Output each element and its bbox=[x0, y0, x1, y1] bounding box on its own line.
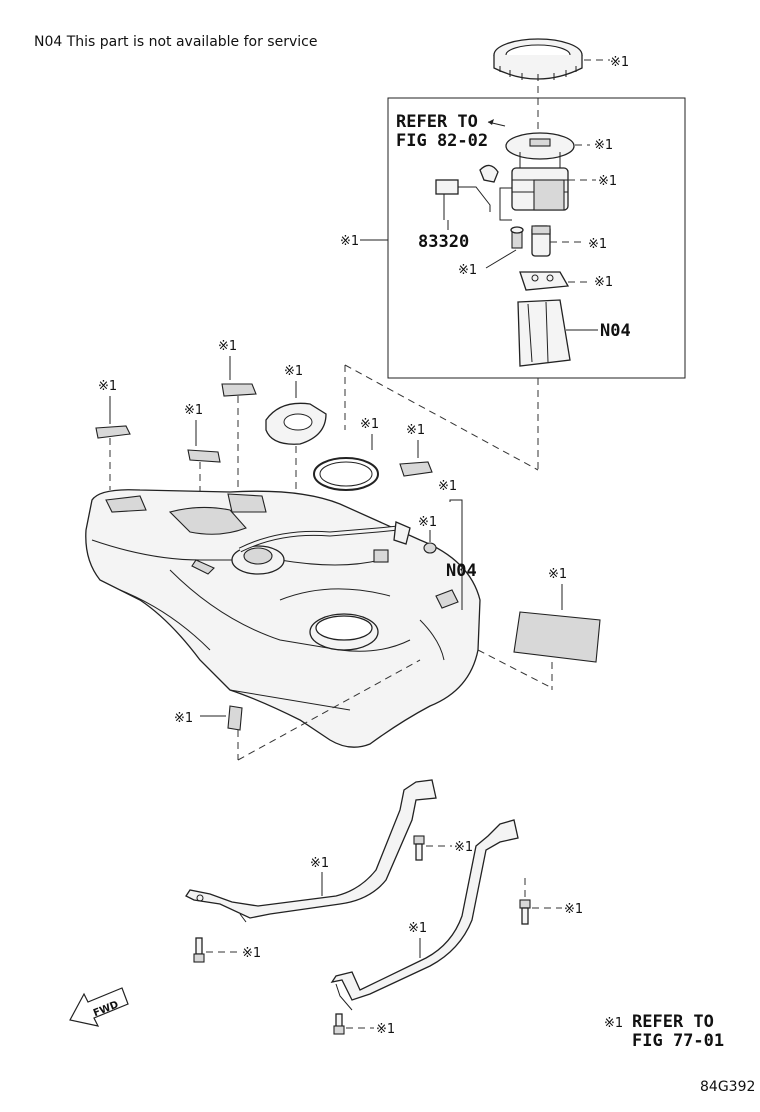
ref-mark-pad5: ※1 bbox=[174, 711, 193, 726]
ref-mark-regulator: ※1 bbox=[458, 263, 477, 278]
ref-mark-bolt1: ※1 bbox=[454, 840, 473, 855]
fwd-arrow-icon: FWD bbox=[69, 987, 129, 1027]
fuel-filter bbox=[531, 225, 551, 257]
regulator-small bbox=[510, 226, 524, 249]
pump-body bbox=[499, 167, 569, 221]
reservoir-cup bbox=[517, 299, 571, 367]
bolt-3 bbox=[193, 937, 205, 963]
ref-mark-pad3: ※1 bbox=[184, 403, 203, 418]
bolt-1 bbox=[413, 835, 425, 861]
fuel-sender-unit bbox=[435, 164, 499, 220]
ref-mark-valve: ※1 bbox=[418, 515, 437, 530]
ref-mark-bolt4: ※1 bbox=[376, 1022, 395, 1037]
tank-strap-rear bbox=[330, 819, 519, 1011]
n04-label-cup: N04 bbox=[600, 321, 631, 341]
service-note: N04 This part is not available for servi… bbox=[34, 34, 318, 50]
ref-mark-filter: ※1 bbox=[588, 237, 607, 252]
pump-module-box bbox=[387, 97, 686, 379]
retaining-ring bbox=[493, 38, 583, 81]
part-number-83320: 83320 bbox=[418, 232, 469, 252]
ref-mark-footer: ※1 bbox=[604, 1016, 623, 1031]
ref-mark-ring: ※1 bbox=[610, 55, 629, 70]
ref-mark-strap1: ※1 bbox=[310, 856, 329, 871]
diagram-code: 84G392 bbox=[700, 1079, 755, 1095]
ref-mark-bolt2: ※1 bbox=[564, 902, 583, 917]
ref-mark-pad4: ※1 bbox=[406, 423, 425, 438]
tank-strap-front bbox=[185, 779, 437, 923]
fuel-strainer bbox=[519, 271, 570, 291]
pump-gasket-ring bbox=[313, 457, 379, 491]
heat-insulator-sheet bbox=[513, 611, 601, 663]
insulator-pad-4 bbox=[399, 461, 433, 477]
ref-mark-n04: ※1 bbox=[438, 479, 457, 494]
ref-mark-flange: ※1 bbox=[594, 138, 613, 153]
insulator-pad-3 bbox=[187, 449, 221, 463]
ref-mark-pad2: ※1 bbox=[218, 339, 237, 354]
insulator-pad-2 bbox=[221, 383, 257, 397]
footer-refer-fig: FIG 77-01 bbox=[632, 1031, 724, 1051]
bolt-4 bbox=[333, 1013, 345, 1035]
ref-mark-cover: ※1 bbox=[284, 364, 303, 379]
refer-to-label: REFER TO bbox=[396, 112, 478, 132]
ref-mark-strap2: ※1 bbox=[408, 921, 427, 936]
insulator-pad-1 bbox=[95, 425, 131, 439]
service-cover bbox=[265, 402, 327, 445]
check-valve bbox=[423, 542, 437, 554]
ref-mark-module: ※1 bbox=[340, 234, 359, 249]
vapor-hose bbox=[238, 521, 411, 563]
ref-mark-sheet: ※1 bbox=[548, 567, 567, 582]
ref-mark-pad1: ※1 bbox=[98, 379, 117, 394]
bolt-2 bbox=[519, 899, 531, 925]
refer-fig-label: FIG 82-02 bbox=[396, 131, 488, 151]
footer-refer-to: REFER TO bbox=[632, 1012, 714, 1032]
ref-mark-pump: ※1 bbox=[598, 174, 617, 189]
ref-mark-bolt3: ※1 bbox=[242, 946, 261, 961]
n04-label-tank: N04 bbox=[446, 561, 477, 581]
insulator-pad-5 bbox=[227, 705, 243, 731]
ref-mark-gasket: ※1 bbox=[360, 417, 379, 432]
ref-mark-strainer: ※1 bbox=[594, 275, 613, 290]
